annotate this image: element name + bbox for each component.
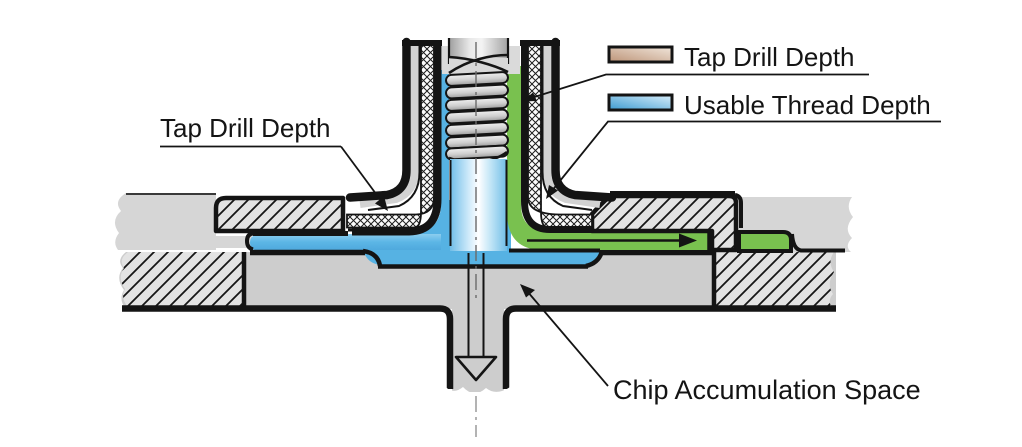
left-callout-label: Tap Drill Depth: [160, 113, 331, 143]
left-callout: Tap Drill Depth: [160, 113, 388, 211]
upper-hatch-block-left: [213, 195, 346, 234]
chip-callout-label: Chip Accumulation Space: [613, 375, 921, 405]
lower-plate-hatch-right: [715, 252, 834, 307]
lower-plate: [119, 252, 836, 309]
leader-arrowhead: [546, 185, 558, 199]
tap: [442, 38, 520, 251]
leader-arrowhead: [522, 92, 537, 102]
green-pocket: [737, 230, 793, 253]
upper-hatch-block-right: [589, 193, 739, 253]
tap-threads: [444, 70, 510, 161]
usable-thread-depth-swatch: [607, 93, 674, 112]
legend-item-tap-drill-depth: Tap Drill Depth: [522, 42, 869, 102]
drilled-hole: [450, 159, 507, 251]
legend: Tap Drill Depth Usable Thread Depth: [522, 42, 941, 199]
chip-exit-channel: [122, 300, 836, 437]
legend-label-2: Usable Thread Depth: [684, 90, 931, 120]
guide-sleeve-left: [345, 37, 442, 211]
lower-plate-hatch-left: [120, 252, 244, 307]
flow-arrow-right-icon: [527, 233, 697, 248]
left-lip: [152, 236, 252, 248]
leader-arrowhead: [375, 196, 388, 211]
tap-drill-depth-swatch: [607, 45, 674, 64]
leader-arrowhead: [520, 284, 535, 298]
chip-exit-arrow-icon: [454, 253, 498, 382]
legend-label-1: Tap Drill Depth: [684, 42, 855, 72]
chip-callout: Chip Accumulation Space: [520, 284, 921, 405]
upper-plate-left: [114, 193, 216, 250]
legend-item-usable-thread-depth: Usable Thread Depth: [546, 90, 941, 199]
